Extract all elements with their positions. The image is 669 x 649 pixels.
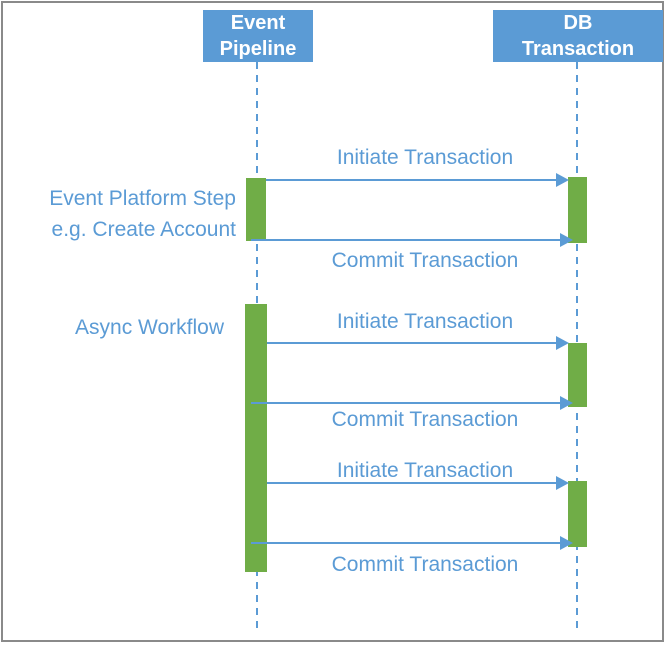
- arrowhead-right-icon: [556, 336, 569, 350]
- message-label-initiate-2: Initiate Transaction: [336, 310, 514, 333]
- annotation-event-platform-step: Event Platform Step e.g. Create Account: [16, 183, 236, 245]
- activation-bar-event-platform-step: [246, 178, 266, 241]
- arrow-shaft: [251, 402, 562, 404]
- activation-bar-db-2: [568, 343, 587, 407]
- arrowhead-right-icon: [556, 476, 569, 490]
- message-arrow-commit-1: [251, 233, 573, 247]
- arrow-shaft: [251, 239, 562, 241]
- message-label-initiate-1: Initiate Transaction: [336, 146, 514, 169]
- activation-bar-async-workflow: [245, 304, 267, 572]
- arrow-shaft: [266, 179, 558, 181]
- annotation-line1: Async Workflow: [75, 316, 224, 339]
- lifeline-header-event-pipeline: Event Pipeline: [203, 10, 313, 62]
- arrow-shaft: [267, 342, 558, 344]
- arrow-shaft: [251, 542, 562, 544]
- annotation-line2: e.g. Create Account: [51, 218, 236, 241]
- arrowhead-right-icon: [560, 536, 573, 550]
- message-arrow-commit-3: [251, 536, 573, 550]
- annotation-line1: Event Platform Step: [49, 187, 236, 210]
- message-arrow-initiate-2: [267, 336, 569, 350]
- arrowhead-right-icon: [556, 173, 569, 187]
- diagram-frame: [1, 1, 664, 642]
- arrowhead-right-icon: [560, 233, 573, 247]
- lifeline-header-label-line2: Transaction: [521, 38, 635, 60]
- message-label-initiate-3: Initiate Transaction: [336, 459, 514, 482]
- lifeline-header-label-line2: Pipeline: [219, 38, 297, 60]
- message-arrow-initiate-1: [266, 173, 569, 187]
- lifeline-header-label-line1: Event: [230, 12, 286, 34]
- arrowhead-right-icon: [560, 396, 573, 410]
- message-arrow-initiate-3: [267, 476, 569, 490]
- lifeline-header-label-line1: DB: [563, 12, 593, 34]
- message-label-commit-2: Commit Transaction: [331, 408, 519, 431]
- arrow-shaft: [267, 482, 558, 484]
- message-label-commit-1: Commit Transaction: [331, 249, 519, 272]
- activation-bar-db-1: [568, 177, 587, 243]
- activation-bar-db-3: [568, 481, 587, 547]
- annotation-async-workflow: Async Workflow: [16, 312, 224, 343]
- message-label-commit-3: Commit Transaction: [331, 553, 519, 576]
- lifeline-header-db-transaction: DB Transaction: [493, 10, 663, 62]
- message-arrow-commit-2: [251, 396, 573, 410]
